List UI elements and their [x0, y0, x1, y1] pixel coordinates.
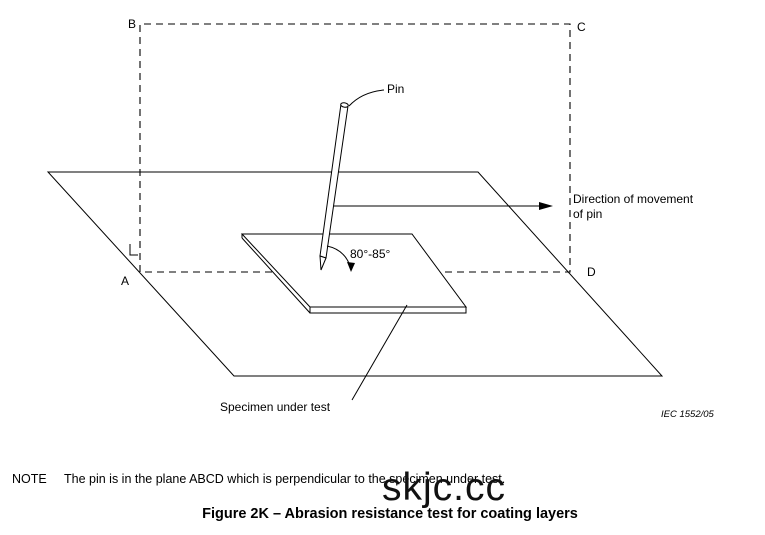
figure-caption: Figure 2K – Abrasion resistance test for…	[202, 506, 578, 522]
label-specimen: Specimen under test	[220, 400, 331, 414]
label-direction-line1: Direction of movement	[573, 192, 694, 206]
pin-top-end	[340, 102, 349, 108]
specimen-plate	[240, 233, 467, 308]
label-angle: 80°-85°	[350, 247, 390, 261]
label-corner-b: B	[128, 17, 136, 31]
pin-tip	[319, 255, 327, 271]
right-angle-marker	[129, 244, 138, 256]
figure-note: NOTE The pin is in the plane ABCD which i…	[12, 472, 505, 486]
label-reference: IEC 1552/05	[661, 409, 715, 420]
pin-leader	[348, 89, 385, 107]
label-corner-c: C	[577, 20, 586, 34]
note-tag: NOTE	[12, 472, 47, 486]
specimen-plate-edge	[309, 306, 467, 314]
label-direction-line2: of pin	[573, 207, 602, 221]
label-corner-a: A	[121, 274, 129, 288]
specimen-edge-slant	[241, 237, 311, 314]
label-corner-d: D	[587, 265, 596, 279]
note-text: The pin is in the plane ABCD which is pe…	[64, 472, 506, 486]
specimen-leader	[351, 304, 408, 401]
movement-arrow-head	[539, 202, 553, 210]
label-pin: Pin	[387, 82, 404, 96]
watermark: skjc.cc	[382, 466, 506, 509]
angle-arrow-head	[347, 262, 355, 272]
